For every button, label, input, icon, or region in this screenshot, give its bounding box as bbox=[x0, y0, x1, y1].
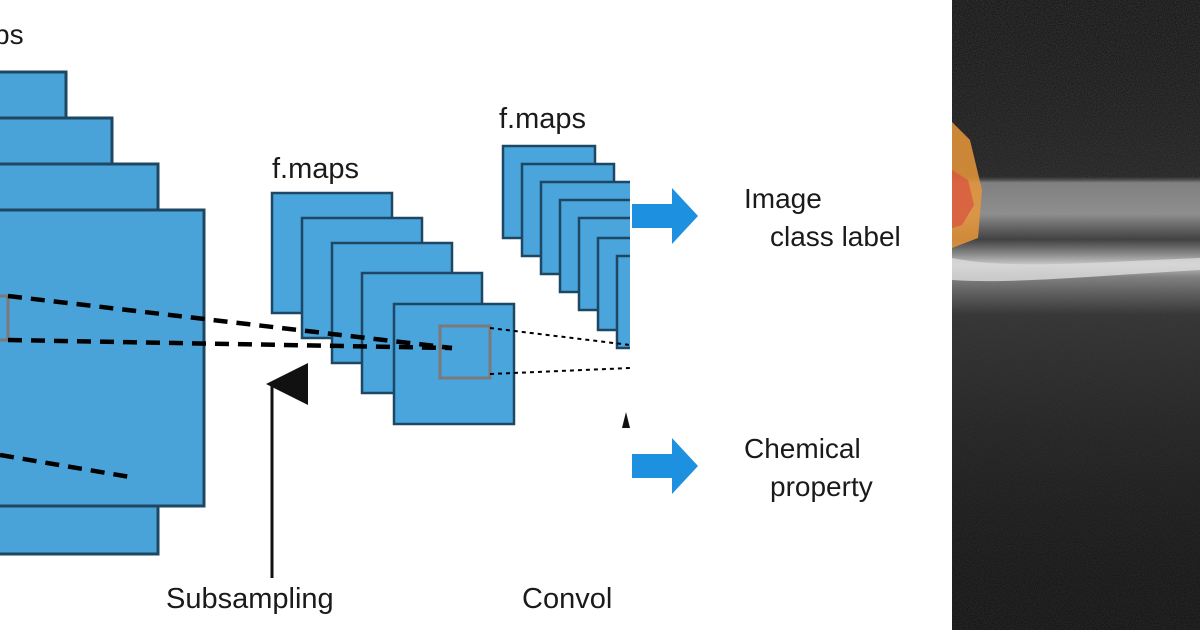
subsampling-label: Subsampling bbox=[166, 583, 334, 615]
receptive-field-box-2 bbox=[438, 324, 492, 380]
image-class-label-line2: class label bbox=[770, 221, 901, 252]
projection-lines bbox=[0, 293, 630, 481]
projection-line-top bbox=[7, 293, 453, 351]
cnn-diagram-panel: ps f.maps f.maps bbox=[0, 19, 630, 615]
subsampled-feature-maps bbox=[270, 191, 516, 426]
retina-bright-band bbox=[952, 258, 1200, 282]
projection-line-bottom bbox=[7, 337, 453, 351]
input-feature-maps bbox=[0, 70, 206, 556]
convolution-label-cut: Convol bbox=[522, 583, 612, 615]
convolution-arrow-tip-icon bbox=[622, 412, 630, 428]
chemical-property-label-line1: Chemical bbox=[744, 433, 861, 464]
fmap-2-e bbox=[392, 302, 516, 426]
outputs-panel: Image class label Chemical property bbox=[630, 0, 952, 630]
convolved-feature-maps bbox=[501, 144, 630, 350]
fmaps-label-3: f.maps bbox=[499, 103, 586, 135]
outputs-diagram: Image class label Chemical property bbox=[632, 183, 901, 502]
oct-scan bbox=[952, 0, 1200, 630]
highlight-overlay-core bbox=[952, 170, 974, 228]
fmaps-label-2: f.maps bbox=[272, 153, 359, 185]
oct-scan-image bbox=[952, 0, 1200, 630]
fmap-3-g bbox=[615, 254, 630, 350]
image-class-label-line1: Image bbox=[744, 183, 822, 214]
right-arrow-icon bbox=[632, 188, 698, 244]
receptive-field-box-1 bbox=[0, 294, 10, 342]
right-arrow-icon bbox=[632, 438, 698, 494]
cnn-diagram: ps f.maps f.maps bbox=[0, 19, 630, 615]
fmaps-label-cut: ps bbox=[0, 19, 24, 50]
chemical-property-label-line2: property bbox=[770, 471, 873, 502]
retina-layers bbox=[952, 0, 1200, 630]
input-map-4 bbox=[0, 208, 206, 508]
